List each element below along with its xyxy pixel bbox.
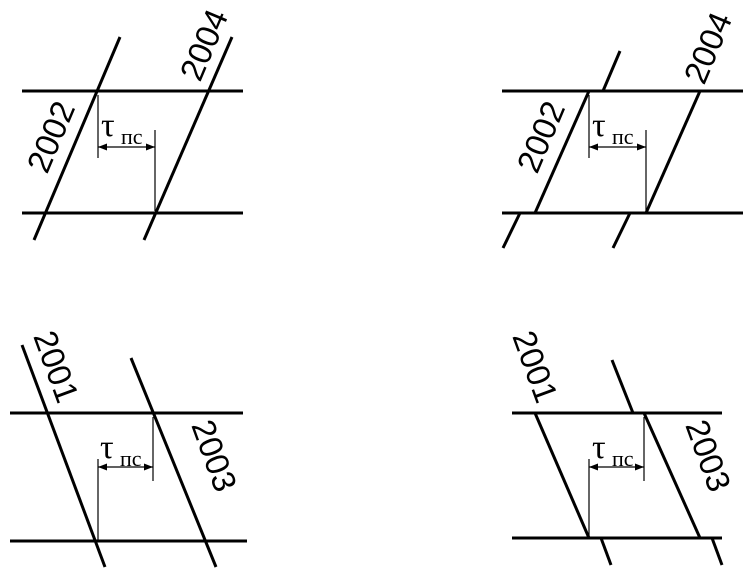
interval-dimension [97,95,156,211]
train-line-first-mid [533,412,591,539]
train-line-first-mid [533,90,591,214]
train-label-first: 2001 [26,326,86,408]
train-line-second-lower [710,537,724,566]
train-label-second: 2004 [172,4,235,86]
train-line-second-upper [610,359,635,414]
train-line-second [142,36,234,241]
train-line-first [32,36,122,241]
train-label-second: 2003 [678,415,738,497]
interval-subscript: пс [121,124,143,149]
interval-symbol: τ [592,107,606,144]
interval-dimension [588,417,645,538]
interval-dimension [97,417,154,541]
panel-bottom-left: τ пс 2001 2003 [10,326,247,568]
train-line-second-lower [611,212,632,249]
interval-subscript: пс [612,446,634,471]
train-line-second-mid [644,90,702,214]
train-line-first [20,344,107,568]
panel-bottom-right: τ пс 2001 2003 [505,326,738,566]
train-line-first-lower [501,212,522,249]
panel-top-left: τ пс 2002 2004 [19,4,243,241]
interval-subscript: пс [612,124,634,149]
interval-subscript: пс [120,446,142,471]
train-line-first-lower [599,537,613,566]
train-line-second [129,357,218,568]
train-label-first: 2002 [19,96,82,178]
interval-symbol: τ [592,429,606,466]
train-label-second: 2003 [184,415,244,497]
panel-top-right: τ пс 2002 2004 [501,7,743,249]
train-label-second: 2004 [676,7,739,89]
interval-symbol: τ [100,429,114,466]
train-label-first: 2002 [509,96,572,178]
train-label-first: 2001 [505,326,565,408]
train-line-second-mid [642,412,702,539]
train-line-first-upper [601,50,622,92]
interval-symbol: τ [101,107,115,144]
interval-dimension [588,95,647,211]
